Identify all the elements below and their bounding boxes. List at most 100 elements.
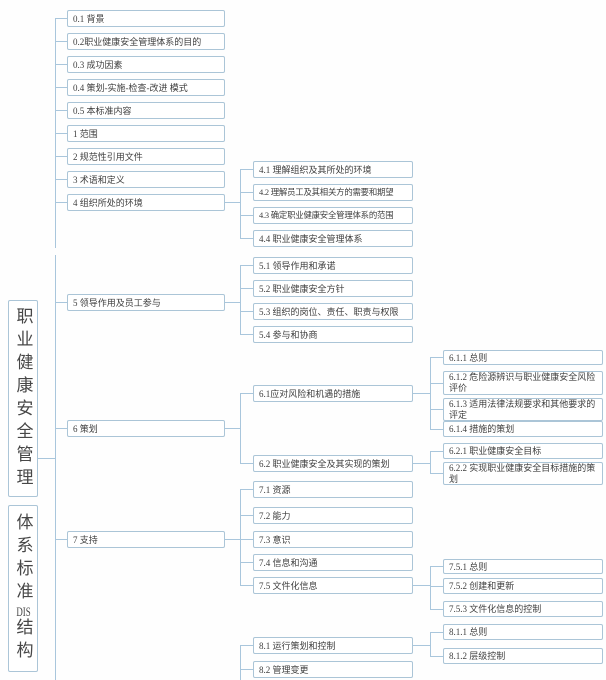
node-8-1-2: 8.1.2 层级控制 [443,648,603,664]
connector-line [430,656,443,657]
connector-line [240,489,253,490]
connector-line [55,87,67,88]
connector-line [240,169,253,170]
node-7-1: 7.1 资源 [253,481,413,498]
node-7-5: 7.5 文件化信息 [253,577,413,594]
node-0-4: 0.4 策划-实施-检查-改进 模式 [67,79,225,96]
connector-line [240,539,253,540]
node-6-1-1: 6.1.1 总则 [443,350,603,365]
node-6-2: 6.2 职业健康安全及其实现的策划 [253,455,413,472]
node-7-2: 7.2 能力 [253,507,413,524]
connector-line [225,539,240,540]
node-3: 3 术语和定义 [67,171,225,188]
connector-line [430,632,443,633]
root-title-dis-text: DIS [16,605,31,618]
connector-line [55,302,67,303]
node-6-2-2: 6.2.2 实现职业健康安全目标措施的策划 [443,462,603,485]
connector-line [240,562,253,563]
connector-line [240,393,253,394]
connector-line [430,357,431,430]
connector-line [240,265,253,266]
connector-line [38,458,55,459]
connector-line [240,169,241,239]
node-5-3: 5.3 组织的岗位、责任、职责与权限 [253,303,413,320]
connector-line [55,41,67,42]
connector-line [55,133,67,134]
node-7-5-1: 7.5.1 总则 [443,559,603,574]
node-5-1: 5.1 领导作用和承诺 [253,257,413,274]
connector-line [413,645,430,646]
node-8-2: 8.2 管理变更 [253,661,413,678]
node-0-2: 0.2职业健康安全管理体系的目的 [67,33,225,50]
node-0-1: 0.1 背景 [67,10,225,27]
node-7-5-3: 7.5.3 文件化信息的控制 [443,601,603,617]
node-8-1-1: 8.1.1 总则 [443,624,603,640]
connector-line [413,463,430,464]
node-7-5-2: 7.5.2 创建和更新 [443,578,603,594]
root-title-text-bottom-a: 体系标准 [13,513,33,605]
node-6-1: 6.1应对风险和机遇的措施 [253,385,413,402]
root-title-text-top: 职业健康安全管理 [13,306,33,491]
root-title-text-bottom-b: 结构 [13,618,33,664]
connector-line [430,566,431,610]
node-5-4: 5.4 参与和协商 [253,326,413,343]
node-7: 7 支持 [67,531,225,548]
node-6-1-3: 6.1.3 适用法律法规要求和其他要求的评定 [443,398,603,421]
node-5-2: 5.2 职业健康安全方针 [253,280,413,297]
connector-line [240,645,253,646]
connector-line [55,202,67,203]
connector-line [430,383,443,384]
node-2: 2 规范性引用文件 [67,148,225,165]
connector-line [240,515,253,516]
node-0-5: 0.5 本标准内容 [67,102,225,119]
connector-line [240,215,253,216]
connector-line [240,311,253,312]
connector-line [240,645,241,680]
root-title-box-top: 职业健康安全管理 [8,300,38,497]
node-0-3: 0.3 成功因素 [67,56,225,73]
connector-line [240,393,241,464]
node-6: 6 策划 [67,420,225,437]
connector-line [225,302,240,303]
node-5: 5 领导作用及员工参与 [67,294,225,311]
connector-line [55,156,67,157]
node-4-4: 4.4 职业健康安全管理体系 [253,230,413,247]
connector-line [430,473,443,474]
connector-line [240,489,241,586]
connector-line [55,428,67,429]
node-4: 4 组织所处的环境 [67,194,225,211]
connector-line [55,110,67,111]
connector-line [430,632,431,657]
node-8-1: 8.1 运行策划和控制 [253,637,413,654]
connector-line [430,566,443,567]
connector-line [430,451,443,452]
connector-line [240,334,253,335]
node-7-3: 7.3 意识 [253,531,413,548]
node-7-4: 7.4 信息和沟通 [253,554,413,571]
connector-line [430,586,443,587]
connector-line [240,192,253,193]
node-4-3: 4.3 确定职业健康安全管理体系的范围 [253,207,413,224]
connector-line [413,393,430,394]
node-4-1: 4.1 理解组织及其所处的环境 [253,161,413,178]
node-4-2: 4.2 理解员工及其相关方的需要和期望 [253,184,413,201]
connector-line [225,428,240,429]
node-6-1-4: 6.1.4 措施的策划 [443,421,603,437]
connector-line [413,585,430,586]
connector-line [240,288,253,289]
connector-line [240,585,253,586]
connector-line [240,463,253,464]
connector-line [430,609,443,610]
connector-line [430,409,443,410]
connector-line [430,357,443,358]
connector-line [240,238,253,239]
connector-line [225,202,240,203]
connector-line [55,539,67,540]
node-1: 1 范围 [67,125,225,142]
connector-line [430,429,443,430]
connector-line [55,179,67,180]
connector-line [55,18,67,19]
connector-line [240,669,253,670]
